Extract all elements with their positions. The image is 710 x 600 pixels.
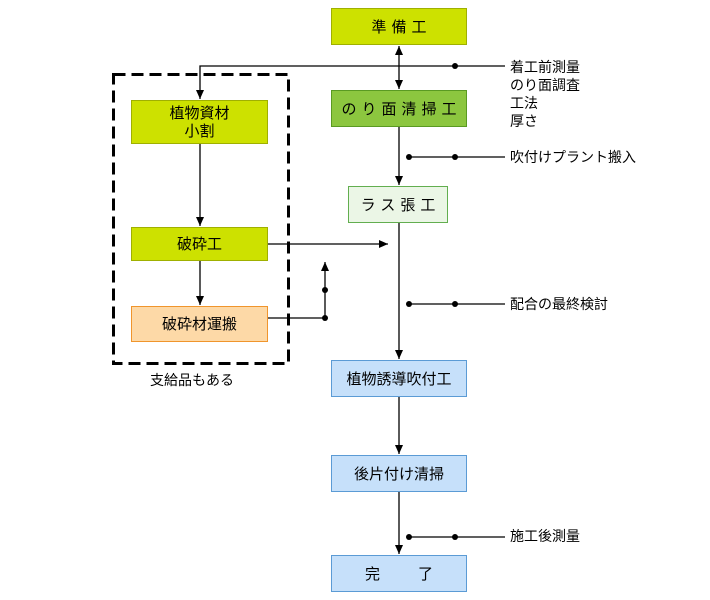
annotation-pre-survey-line4: 厚さ	[510, 114, 538, 130]
box-complete-label: 完了	[364, 564, 471, 583]
box-preparation-label: 準備工	[371, 17, 432, 36]
arrow-survey-to-splitting	[196, 65, 455, 99]
arrow-transport-return	[268, 262, 329, 319]
supplied-materials-note: 支給品もある	[150, 373, 234, 389]
box-preparation: 準備工	[331, 8, 467, 45]
dot-mix-review-start	[406, 301, 412, 307]
dot-transport-return-mid	[322, 287, 328, 293]
box-crushing-label: 破砕工	[176, 235, 222, 253]
box-slope-cleaning: のり面清掃工	[331, 90, 467, 127]
box-lath-label: ラス張工	[360, 195, 441, 214]
annotation-plant-delivery: 吹付けプラント搬入	[510, 150, 636, 166]
annotation-post-survey: 施工後測量	[510, 529, 580, 545]
dot-mix-review-end	[452, 301, 458, 307]
dot-transport-return-corner	[322, 315, 328, 321]
dot-plant-delivery-start	[406, 154, 412, 160]
box-spraying: 植物誘導吹付工	[331, 360, 467, 397]
box-material-splitting-label-line2: 小割	[184, 122, 215, 140]
dot-post-survey-end	[452, 534, 458, 540]
box-crushed-material-transport: 破砕材運搬	[131, 306, 268, 342]
dot-post-survey-start	[406, 534, 412, 540]
box-material-splitting-label-line1: 植物資材	[169, 104, 230, 122]
annotation-pre-survey: 着工前測量 のり面調査 工法 厚さ	[510, 59, 580, 131]
box-crushing: 破砕工	[131, 227, 268, 261]
box-spraying-label: 植物誘導吹付工	[346, 369, 452, 388]
box-slope-cleaning-label: のり面清掃工	[341, 99, 462, 118]
dot-pre-survey	[452, 63, 458, 69]
box-lath: ラス張工	[348, 186, 448, 223]
box-material-splitting: 植物資材 小割	[131, 100, 268, 144]
annotation-pre-survey-line2: のり面調査	[510, 78, 580, 94]
box-crushed-material-transport-label: 破砕材運搬	[161, 315, 237, 333]
dot-plant-delivery-end	[452, 154, 458, 160]
supplied-materials-group-border	[112, 73, 290, 365]
annotation-pre-survey-line1: 着工前測量	[510, 60, 580, 76]
box-cleanup: 後片付け清掃	[331, 455, 467, 492]
annotation-pre-survey-line3: 工法	[510, 96, 538, 112]
annotation-mix-review: 配合の最終検討	[510, 297, 608, 313]
box-complete: 完了	[331, 555, 467, 592]
box-cleanup-label: 後片付け清掃	[353, 464, 444, 483]
